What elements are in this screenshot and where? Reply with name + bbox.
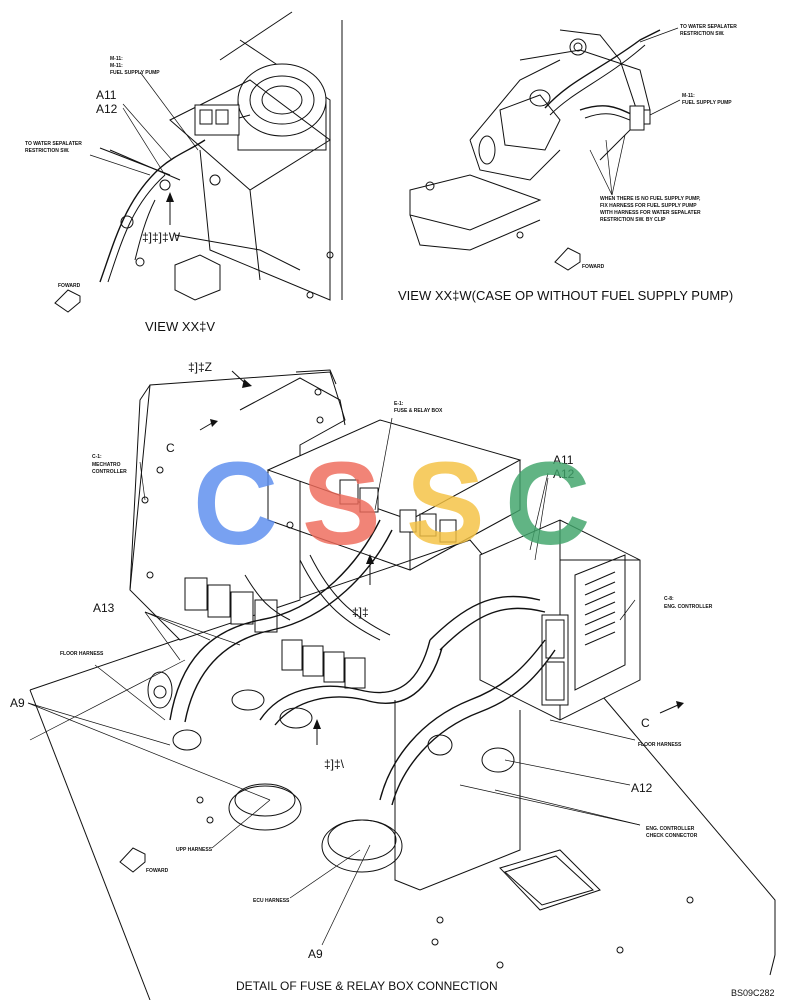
- watermark-letter-s2: S: [406, 438, 485, 570]
- tl-water-sep-1: TO WATER SEPALATER: [25, 141, 82, 147]
- tl-arrow-label: ‡]‡]‡W: [142, 230, 181, 244]
- view-xx-w-drawing: [409, 27, 681, 271]
- main-a9-left: A9: [10, 696, 25, 710]
- main-e1: E-1:: [394, 401, 404, 407]
- main-a12: A12: [553, 467, 575, 481]
- main-a13: A13: [93, 601, 115, 615]
- main-a11: A11: [553, 453, 574, 467]
- main-c8: C-8:: [664, 596, 674, 602]
- tr-water-sep-1: TO WATER SEPALATER: [680, 24, 737, 30]
- main-eng-controller: ENG. CONTROLLER: [664, 604, 713, 610]
- main-floor-harness-left: FLOOR HARNESS: [60, 651, 104, 657]
- tr-water-sep-2: RESTRICTION SW.: [680, 31, 725, 37]
- tr-caption: VIEW XX‡W(CASE OP WITHOUT FUEL SUPPLY PU…: [398, 288, 733, 303]
- tr-fuel-pump: FUEL SUPPLY PUMP: [682, 100, 732, 106]
- tr-m11: M-11:: [682, 93, 695, 99]
- main-a12-lower: A12: [631, 781, 653, 795]
- main-eng-check-2: CHECK CONNECTOR: [646, 833, 698, 839]
- tl-fuel-pump: FUEL SUPPLY PUMP: [110, 70, 160, 76]
- main-ecu-harness: ECU HARNESS: [253, 898, 290, 904]
- tr-note-1: WHEN THERE IS NO FUEL SUPPLY PUMP,: [600, 196, 701, 202]
- main-upp-harness: UPP HARNESS: [176, 847, 213, 853]
- main-mark-3: ‡]‡\: [324, 757, 345, 771]
- tl-a12: A12: [96, 102, 118, 116]
- tr-note-3: WITH HARNESS FOR WATER SEPALATER: [600, 210, 701, 216]
- tl-m11-a: M-11:: [110, 56, 123, 62]
- main-detail-drawing: [27, 369, 776, 1000]
- main-a9-bottom: A9: [308, 947, 323, 961]
- main-view-c-top: C: [166, 441, 175, 455]
- watermark-letter-c2: C: [505, 438, 590, 570]
- main-mark-1: ‡]‡: [352, 605, 369, 619]
- main-eng-check-1: ENG. CONTROLLER: [646, 826, 695, 832]
- tr-note-4: RESTRICTION SW. BY CLIP: [600, 217, 666, 223]
- tl-caption: VIEW XX‡V: [145, 319, 215, 334]
- main-mechatro-1: MECHATRO: [92, 462, 121, 468]
- tl-water-sep-2: RESTRICTION SW.: [25, 148, 70, 154]
- main-c1: C-1:: [92, 454, 102, 460]
- main-foward: FOWARD: [146, 868, 169, 874]
- view-xx-v-drawing: [54, 11, 343, 313]
- figure-code: BS09C282: [731, 988, 775, 998]
- main-view-c-right: C: [641, 716, 650, 730]
- watermark-letter-c1: C: [193, 438, 278, 570]
- main-fuse-relay: FUSE & RELAY BOX: [394, 408, 443, 414]
- tl-m11-b: M-11:: [110, 63, 123, 69]
- main-caption: DETAIL OF FUSE & RELAY BOX CONNECTION: [236, 979, 498, 993]
- main-mechatro-2: CONTROLLER: [92, 469, 127, 475]
- main-floor-harness-right: FLOOR HARNESS: [638, 742, 682, 748]
- tl-foward: FOWARD: [58, 283, 81, 289]
- watermark-logo: C S S C: [193, 438, 590, 570]
- tr-foward: FOWARD: [582, 264, 605, 270]
- tr-note-2: FIX HARNESS FOR FUEL SUPPLY PUMP: [600, 203, 697, 209]
- tl-a11: A11: [96, 88, 117, 102]
- watermark-letter-s1: S: [302, 438, 381, 570]
- main-view-z: ‡]‡Z: [188, 360, 212, 374]
